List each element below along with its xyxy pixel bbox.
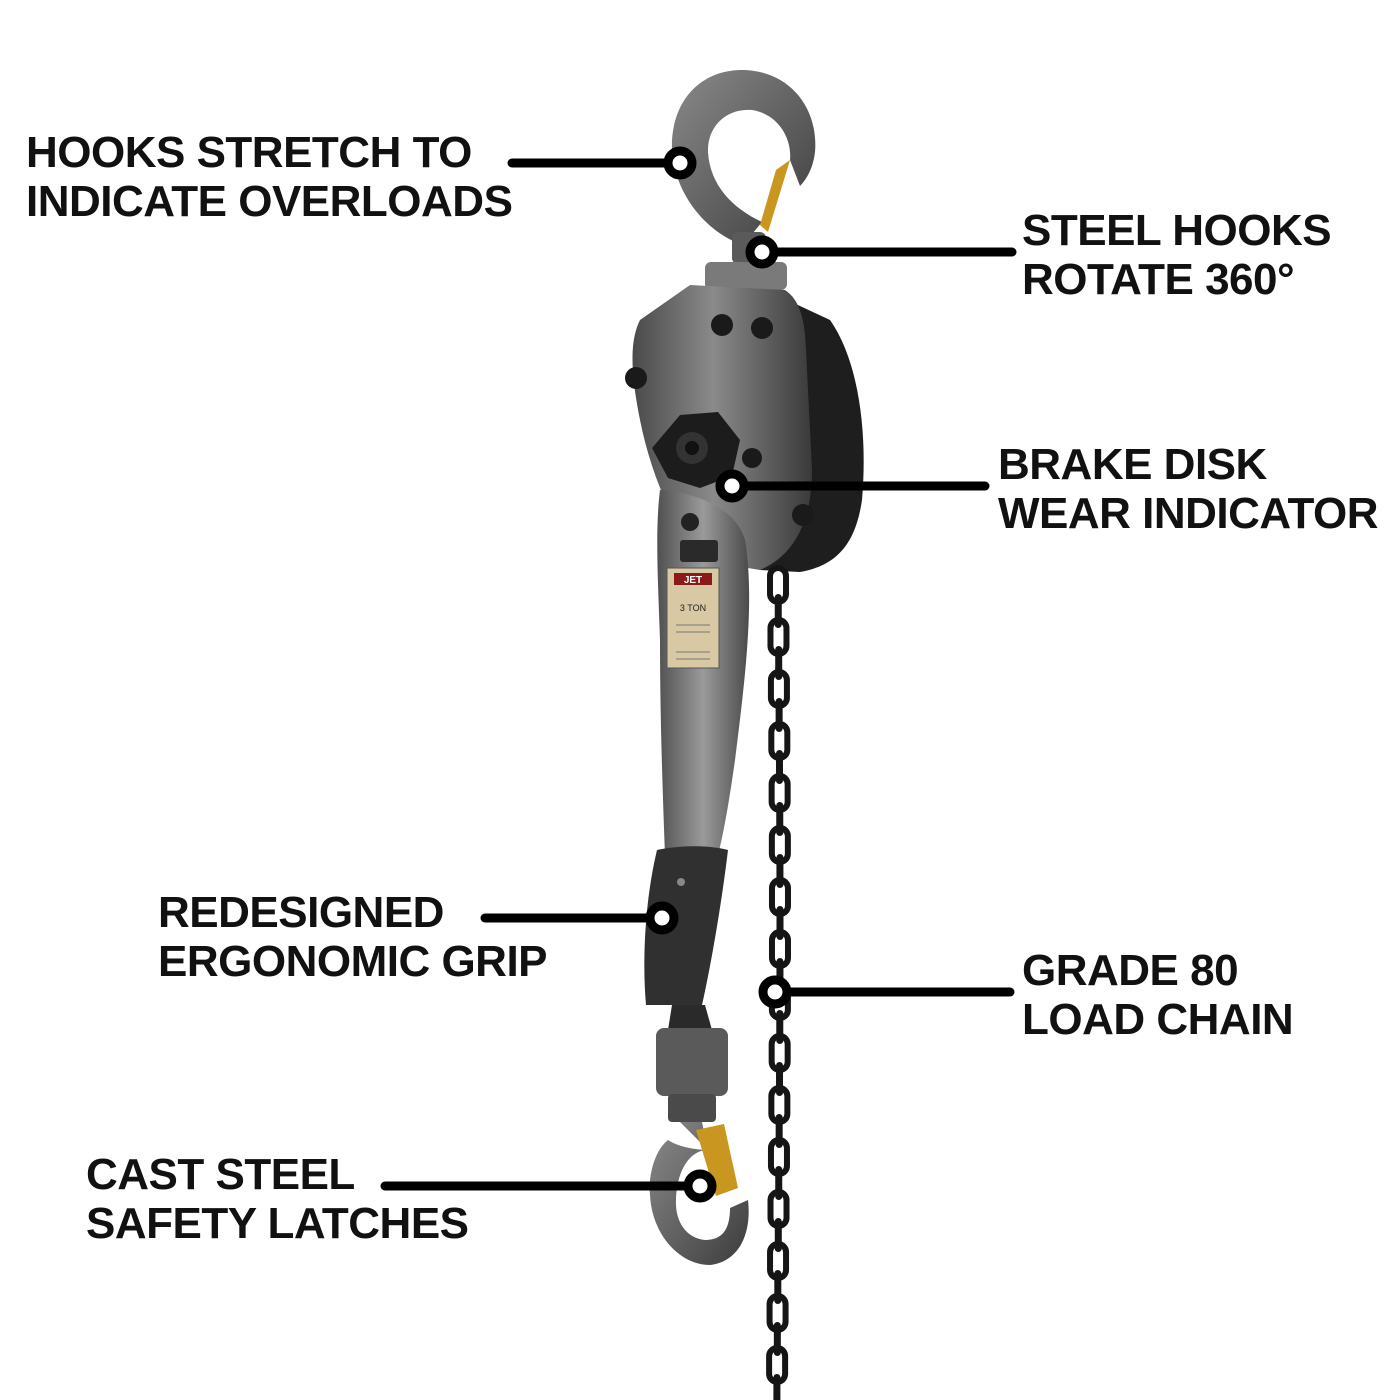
callout-latches: CAST STEEL SAFETY LATCHES [86, 1150, 469, 1248]
capacity-plate: JET 3 TON [666, 567, 720, 669]
callout-grip: REDESIGNED ERGONOMIC GRIP [158, 888, 548, 986]
bottom-hook-latch [696, 1124, 738, 1196]
housing-bolts [625, 314, 814, 526]
callout-latches-line2: SAFETY LATCHES [86, 1199, 469, 1248]
bottom-hook [649, 1005, 749, 1265]
callout-brake-disk-line1: BRAKE DISK [998, 440, 1267, 489]
callout-steel-hooks: STEEL HOOKS ROTATE 360° [1022, 206, 1332, 304]
top-hook-latch [760, 160, 790, 232]
callout-chain-line2: LOAD CHAIN [1022, 995, 1294, 1044]
callout-chain: GRADE 80 LOAD CHAIN [1022, 946, 1294, 1044]
leader-end-rings [645, 146, 792, 1203]
callout-hooks-stretch-line2: INDICATE OVERLOADS [26, 177, 513, 226]
lever-selector [681, 513, 699, 531]
callout-grip-line2: ERGONOMIC GRIP [158, 937, 548, 986]
top-hook-body [671, 70, 816, 245]
brake-knob [652, 412, 740, 488]
callout-chain-line1: GRADE 80 [1022, 946, 1239, 995]
top-hook [671, 70, 816, 290]
callout-grip-line1: REDESIGNED [158, 888, 444, 937]
callout-steel-hooks-line1: STEEL HOOKS [1022, 206, 1332, 255]
top-hook-swivel [705, 262, 787, 290]
ergonomic-grip [644, 846, 728, 1005]
callout-hooks-stretch: HOOKS STRETCH TO INDICATE OVERLOADS [26, 128, 513, 226]
capacity-label: 3 TON [680, 603, 706, 613]
chain-link [773, 1374, 781, 1400]
callout-brake-disk: BRAKE DISK WEAR INDICATOR [998, 440, 1379, 538]
leader-lines [380, 158, 1017, 1191]
callout-steel-hooks-line2: ROTATE 360° [1022, 255, 1295, 304]
callout-brake-disk-line2: WEAR INDICATOR [998, 489, 1379, 538]
callout-hooks-stretch-line1: HOOKS STRETCH TO [26, 128, 472, 177]
brand-mark: JET [684, 575, 702, 586]
callout-latches-line1: CAST STEEL [86, 1150, 355, 1199]
lever-selector-base [680, 540, 718, 562]
